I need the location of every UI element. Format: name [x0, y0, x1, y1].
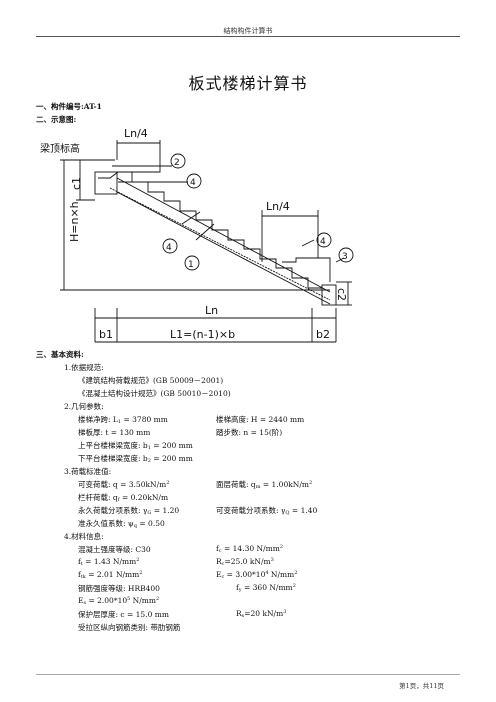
lower-beam-width: 下平台楼梯梁宽度: b2 = 200 mm	[78, 454, 193, 464]
bar-1-circle	[184, 255, 200, 271]
step-count: 踏步数: n = 15(阶)	[216, 428, 283, 437]
es-value: Es = 2.00*105 N/mm2	[78, 596, 160, 606]
load-title: 3.荷载标准值:	[64, 467, 112, 476]
cover-thickness: 保护层厚度: c = 15.0 mm	[78, 610, 169, 619]
live-load-factor: 可变荷载分项系数: γQ = 1.40	[216, 506, 318, 516]
stair-height: 楼梯高度: H = 2440 mm	[216, 415, 305, 424]
top-rebar-left	[98, 168, 161, 179]
ftk-value: ftk = 2.01 N/mm2	[78, 570, 143, 580]
page-header: 结构构件计算书	[223, 27, 273, 35]
slab-thickness: 梯板厚: t = 130 mm	[78, 428, 151, 437]
bar-2-circle	[170, 153, 186, 169]
section-diagram: 二、示意图:	[36, 115, 77, 124]
geo-title: 2.几何参数:	[64, 402, 104, 411]
label-bar-3: 3	[342, 252, 348, 262]
label-bar-2: 2	[174, 158, 180, 168]
code-2: 《混凝土结构设计规范》(GB 50010－2010)	[78, 389, 231, 398]
quasi-permanent-coeff: 准永久值系数: ψq = 0.50	[78, 519, 165, 529]
code-1: 《建筑结构荷载规范》(GB 50009－2001)	[78, 376, 224, 385]
surface-load: 面层荷载: qm = 1.00kN/m2	[216, 480, 313, 490]
upper-beam-width: 上平台楼梯梁宽度: b1 = 200 mm	[78, 441, 193, 451]
label-c1: c1	[70, 177, 83, 190]
bar-4c-circle	[316, 232, 332, 248]
label-b2: b2	[316, 328, 330, 341]
code-title: 1.依据规范:	[64, 363, 104, 372]
label-b1: b1	[99, 328, 113, 341]
label-ln4-top: Ln/4	[124, 127, 148, 140]
label-bar-4a: 4	[190, 178, 196, 188]
rs-value: Rs=20 kN/m3	[236, 609, 287, 619]
rc-value: Rc=25.0 kN/m3	[216, 557, 274, 567]
page-number: 第1页，共11页	[399, 682, 444, 690]
label-l1: L1=(n-1)×b	[170, 328, 235, 341]
bar-4b-circle	[162, 238, 178, 254]
ft-value: ft = 1.43 N/mm2	[78, 557, 140, 567]
top-rebar-right	[282, 257, 331, 282]
label-c2: c2	[335, 288, 348, 301]
step-profile	[117, 171, 322, 289]
bar-3-circle	[338, 247, 354, 263]
fc-value: fc = 14.30 N/mm2	[216, 544, 284, 554]
slab-top	[116, 177, 331, 293]
upper-beam	[94, 171, 118, 195]
label-ln: Ln	[205, 304, 218, 317]
slab-bottom	[116, 191, 331, 305]
label-bar-4c: 4	[320, 237, 326, 247]
label-ln4-right: Ln/4	[266, 200, 290, 213]
steel-grade: 钢筋强度等级: HRB400	[78, 584, 160, 593]
ec-value: Ec = 3.00*104 N/mm2	[216, 570, 298, 580]
dead-load-factor: 永久荷载分项系数: γG = 1.20	[78, 506, 180, 516]
section-member-id: 一、构件编号:AT-1	[36, 102, 102, 111]
net-span: 楼梯净跨: L1 = 3780 mm	[78, 415, 168, 425]
fy-value: fy = 360 N/mm2	[236, 583, 296, 593]
lower-beam	[321, 284, 337, 306]
footer-rule	[36, 674, 460, 675]
label-beam-top: 梁顶标高	[40, 142, 80, 155]
section-basic-data: 三、基本资料:	[36, 350, 84, 359]
railing-load: 栏杆荷载: qf = 0.20kN/m	[78, 493, 169, 503]
bar-4a-circle	[186, 173, 202, 189]
label-h: H=n×h	[68, 201, 81, 242]
page-title: 板式楼梯计算书	[188, 74, 308, 93]
rebar-type: 受拉区纵向钢筋类别: 带肋钢筋	[78, 623, 181, 632]
live-load: 可变荷载: q = 3.50kN/m2	[78, 480, 170, 489]
label-bar-1: 1	[188, 260, 194, 270]
main-rebar	[109, 187, 331, 301]
label-bar-4b: 4	[166, 243, 172, 253]
header-rule	[36, 36, 460, 37]
concrete-grade: 混凝土强度等级: C30	[78, 545, 151, 554]
material-title: 4.材料信息:	[64, 532, 104, 541]
